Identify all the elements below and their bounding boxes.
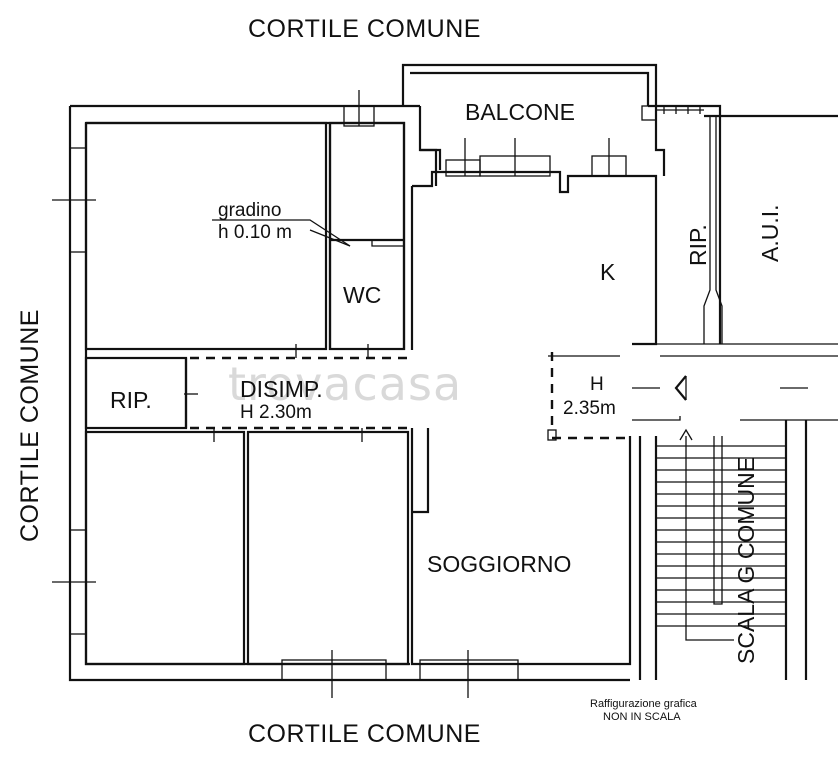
room-rip-left [84, 356, 188, 430]
label-note-2: NON IN SCALA [603, 711, 681, 723]
stairs [638, 420, 808, 680]
label-scala: SCALA G COMUNE [733, 457, 759, 664]
label-cortile-bottom: CORTILE COMUNE [248, 720, 481, 748]
label-balcone: BALCONE [465, 99, 575, 125]
label-hall-h: H [590, 374, 604, 395]
label-gradino: gradino [218, 200, 281, 221]
label-wc: WC [343, 282, 381, 308]
label-note-1: Raffigurazione grafica [590, 698, 698, 710]
label-rip-left: RIP. [110, 387, 152, 413]
label-aui: A.U.I. [757, 204, 783, 262]
room-bedroom-bottom-left [52, 430, 246, 666]
label-rip-right: RIP. [685, 224, 711, 266]
label-gradino-h: h 0.10 m [218, 222, 292, 243]
room-soggiorno [410, 352, 632, 698]
room-wc [212, 219, 404, 247]
label-soggiorno: SOGGIORNO [427, 551, 571, 577]
label-hall-height: 2.35m [563, 398, 616, 419]
label-cortile-top: CORTILE COMUNE [248, 15, 481, 43]
watermark-text: trovacasa [228, 357, 462, 411]
hall-landing [548, 343, 838, 421]
label-disimp-height: H 2.30m [240, 402, 312, 423]
rip-right-area [641, 104, 838, 344]
label-kitchen: K [600, 259, 616, 285]
room-bedroom-bottom-middle [246, 430, 410, 698]
label-cortile-left: CORTILE COMUNE [16, 309, 44, 542]
stair-steps [656, 445, 786, 627]
label-disimp: DISIMP. [240, 376, 323, 402]
room-kitchen [410, 104, 666, 350]
